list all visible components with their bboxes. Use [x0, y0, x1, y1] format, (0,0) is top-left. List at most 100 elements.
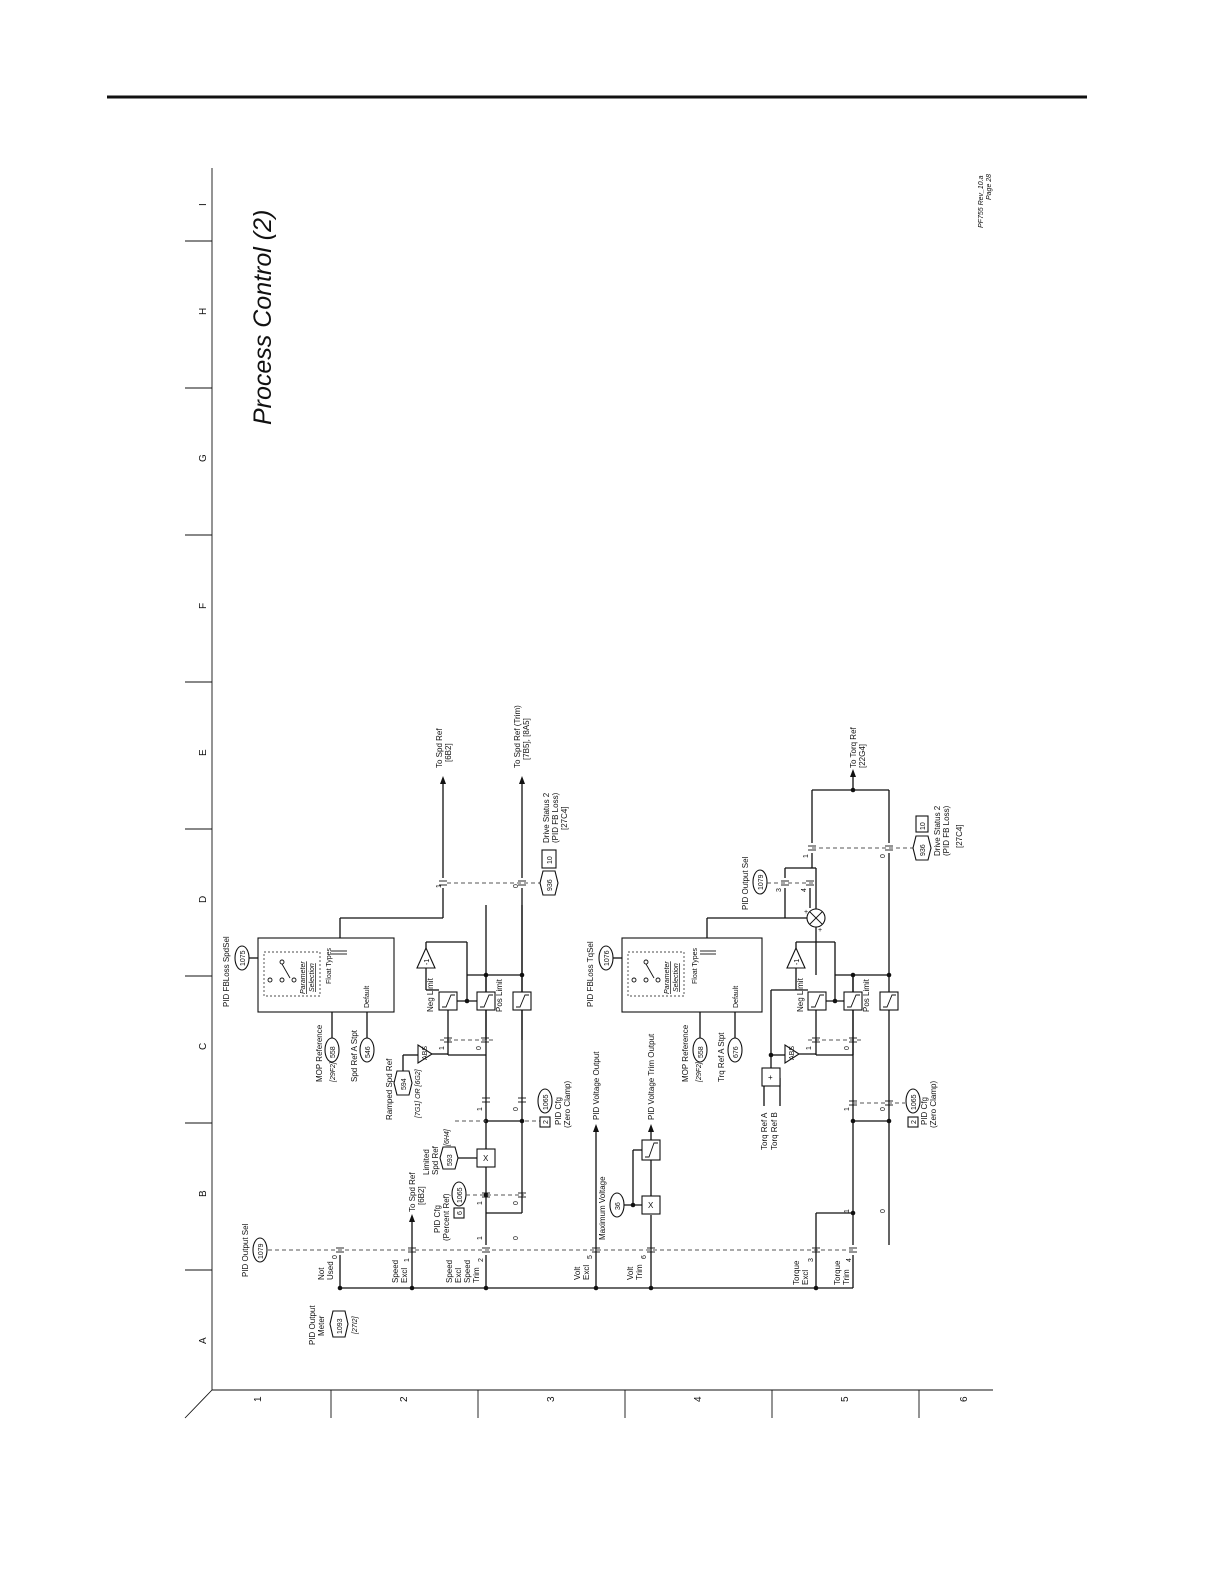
torque-abs-triangle: [784, 1043, 801, 1065]
torq-ref-b-label: Torq Ref B: [770, 1112, 779, 1150]
torque-selection-inner: [627, 951, 685, 997]
speed-abs-sign: ABS: [422, 1046, 429, 1060]
to-spd-ref-trim-l1: To Spd Ref (Trim): [513, 705, 522, 768]
limited-spd-ref-l2: Spd Ref: [431, 1145, 440, 1175]
torque-drive-status-bit-box: [915, 815, 929, 833]
speed-excl-num: 1: [404, 1258, 411, 1262]
torque-excl-num: 3: [808, 1258, 815, 1262]
torque-drive-status-param: 936: [920, 844, 927, 856]
torque-pid-cfg-zero-param-shape: [905, 1088, 921, 1114]
pid-cfg-percent-bit-box: [453, 1207, 465, 1219]
limited-spd-ref-l1: Limited: [422, 1149, 431, 1175]
torque-selection-label: Selection: [673, 963, 680, 992]
speed-abs-triangle: [417, 1043, 434, 1065]
torq-ref-a-label: Torq Ref A: [760, 1112, 769, 1150]
torque-switch-num-4: 0: [880, 1107, 887, 1111]
output-meter-ref: [27I2]: [352, 1315, 359, 1335]
speed-neg-limit-label: Neg Limit: [426, 977, 435, 1012]
switch-num-9: 1: [477, 1236, 484, 1240]
torque-pos-limit-label: Pos Limit: [862, 978, 871, 1012]
speed-drive-status-l1: Drive Status 2: [542, 792, 551, 843]
torque-pid-cfg-zero-bit-box: [907, 1116, 919, 1128]
speed-multiply-block: [476, 1148, 496, 1168]
grid-number-3: 3: [546, 1396, 557, 1402]
speed-fbloss-param: 1075: [240, 950, 247, 966]
speed-drive-status-param: 936: [547, 879, 554, 891]
pid-cfg-percent-param: 1065: [457, 1187, 464, 1203]
pid-cfg-zero-l2: (Zero Clamp): [563, 1081, 572, 1128]
speed-default-label: Default: [364, 986, 371, 1008]
speed-drive-status-bit-box: [541, 849, 557, 869]
grid-letter-g: G: [198, 454, 209, 462]
limited-spd-ref-param-shape: [439, 1146, 459, 1170]
volt-excl-l2: Excl: [582, 1265, 591, 1280]
pid-cfg-zero-param: 1065: [543, 1094, 550, 1110]
spd-ref-a-stpt-label: Spd Ref A Stpt: [350, 1029, 359, 1082]
page-title: Process Control (2): [249, 210, 277, 425]
torque-trim-num: 4: [846, 1258, 853, 1262]
volt-excl-l1: Volt: [573, 1266, 582, 1280]
grid-number-6: 6: [959, 1396, 970, 1402]
ramped-spd-ref-param-shape: [393, 1070, 413, 1096]
torque-switch-num-7: 1: [844, 1209, 851, 1213]
switch-num-2: 0: [513, 1201, 520, 1205]
output-meter-param: 1093: [337, 1318, 344, 1334]
torque-fbloss-param: 1076: [604, 950, 611, 966]
speed-trim-l2: Excl: [454, 1268, 463, 1283]
grid-number-4: 4: [693, 1396, 704, 1402]
torque-pid-cfg-zero-param: 1065: [911, 1094, 918, 1110]
volt-trim-num: 6: [641, 1255, 648, 1259]
summer-sign-1: +: [804, 909, 808, 916]
torque-mop-label: MOP Reference: [681, 1024, 690, 1082]
speed-trim-l4: Trim: [472, 1267, 481, 1283]
pid-cfg-zero-bit-box: [539, 1116, 551, 1128]
torque-output-sel-label: PID Output Sel: [741, 856, 750, 910]
not-used-num: 0: [332, 1255, 339, 1259]
output-meter-label-1: PID Output: [308, 1305, 317, 1345]
torque-neg-limit-label: Neg Limit: [796, 977, 805, 1012]
torque-sel-num-3: 3: [776, 888, 783, 892]
output-sel-left-param: 1079: [258, 1243, 265, 1259]
speed-selection-inner: [263, 951, 321, 997]
to-spd-ref-trim-l2: [7B5], [8A5]: [522, 718, 531, 760]
page-number-label: Page 28: [986, 174, 993, 200]
pid-cfg-percent-l1: PID Cfg: [433, 1205, 442, 1233]
torque-fbloss-label: PID FBLoss TqSel: [586, 941, 595, 1007]
torque-sum-sign: +: [768, 1073, 773, 1082]
grid-letter-i: I: [198, 203, 209, 206]
pid-cfg-zero-param-shape: [537, 1088, 553, 1114]
torque-default-label: Default: [733, 986, 740, 1008]
volt-excl-num: 5: [587, 1255, 594, 1259]
output-meter-param-shape: [329, 1310, 349, 1338]
to-spd-ref-l1: To Spd Ref: [435, 728, 444, 768]
output-sel-left-param-shape: [252, 1237, 268, 1263]
torque-output-sel-param: 1079: [758, 874, 765, 890]
torque-trim-l1: Torque: [833, 1260, 842, 1285]
speed-mop-param: 558: [330, 1046, 337, 1058]
revision-label: PF755 Rev_10.a: [978, 175, 985, 228]
grid-frame: [184, 168, 993, 1419]
torque-pid-cfg-zero-l1: PID Cfg: [920, 1097, 929, 1125]
limited-spd-ref-ref: [6H4]: [444, 1128, 451, 1147]
speed-float-label: Float Types: [326, 947, 333, 984]
switch-num-3: 1: [477, 1107, 484, 1111]
speed-drive-status-bit: 10: [547, 856, 554, 864]
speed-excl-l2: Excl: [400, 1268, 409, 1283]
speed-drive-status-l3: [27C4]: [560, 806, 569, 830]
torque-switch-num-2: 0: [844, 1046, 851, 1050]
torque-switch-num-8: 0: [880, 1209, 887, 1213]
speed-selection-label: Selection: [309, 963, 316, 992]
torque-sel-num-4: 4: [801, 888, 808, 892]
speed-selection-box: [257, 937, 395, 1013]
pid-voltage-output-label: PID Voltage Output: [592, 1051, 601, 1120]
torque-excl-l1: Torque: [792, 1260, 801, 1285]
torque-drive-status-bit: 10: [920, 822, 927, 830]
ramped-spd-ref-ref: [7G1] OR [6G2]: [415, 1068, 422, 1119]
torque-abs-sign: ABS: [789, 1046, 796, 1060]
to-spd-ref-small-l2: [6B2]: [417, 1186, 426, 1205]
speed-trim-l3: Speed: [463, 1260, 472, 1283]
output-meter-label-2: Meter: [317, 1315, 326, 1336]
maximum-voltage-label: Maximum Voltage: [598, 1176, 607, 1240]
torque-drive-status-l1: Drive Status 2: [933, 805, 942, 856]
